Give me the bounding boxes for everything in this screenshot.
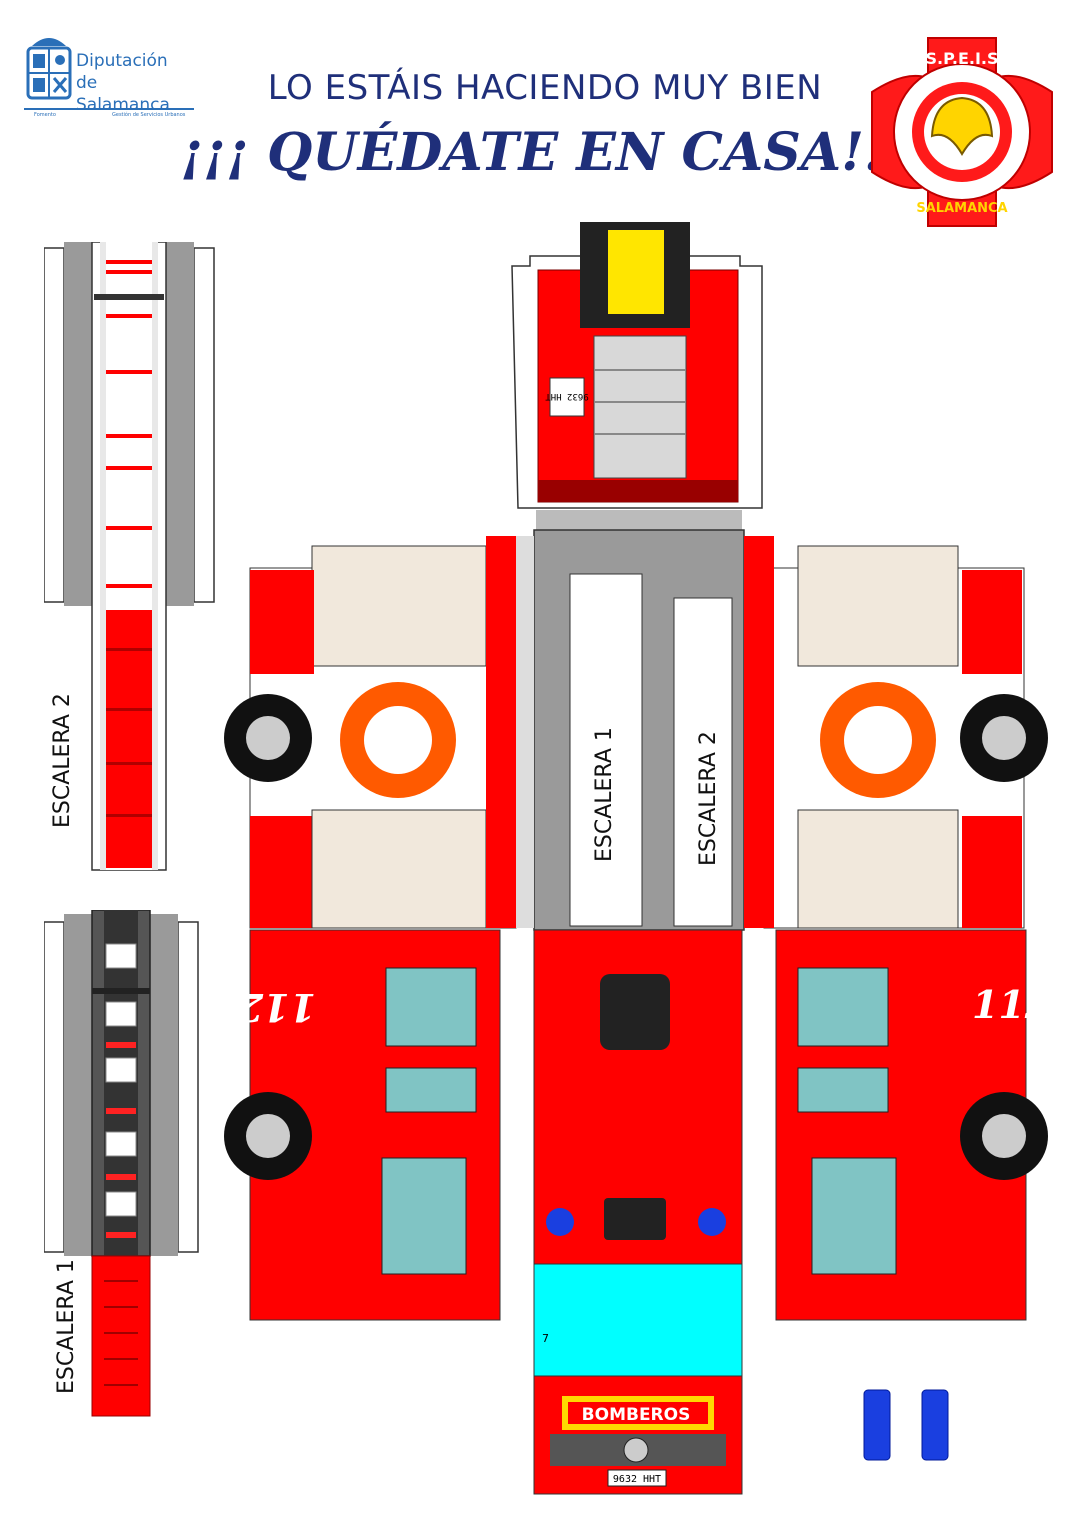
mercedes-star-icon [623,1437,649,1463]
cab-number: 7 [542,1332,549,1345]
ladder-2-piece [44,242,215,871]
diputacion-line1: Diputación [76,51,168,71]
speis-emblem-icon: S.P.E.I.S SALAMANCA [871,37,1053,227]
diputacion-sub-right: Gestión de Servicios Urbanos [112,112,186,118]
side-number-right: 112 [972,982,1051,1027]
front-plate: 9632 HHT [613,1474,661,1485]
roof-ladder-2-label: ESCALERA 2 [696,731,721,866]
title-line-2: ¡¡¡ QUÉDATE EN CASA!!! [180,122,910,183]
speis-emblem-top: S.P.E.I.S [925,49,998,68]
side-number-left: 112 [237,985,316,1030]
diputacion-logo: Diputación de Salamanca Fomento Gestión … [24,28,194,120]
speis-emblem-bottom: SALAMANCA [916,201,1007,216]
coat-of-arms-icon [26,38,72,100]
ladder-2-label: ESCALERA 2 [50,693,75,828]
truck-net: 9632 HHT 7 BOMBEROS 9632 HHT 112 1 [224,222,1051,1495]
ladder-1-piece [44,910,199,1417]
diputacion-line2: de Salamanca [76,73,170,115]
title-line-1: LO ESTÁIS HACIENDO MUY BIEN [267,68,823,108]
front-banner: BOMBEROS [582,1405,691,1425]
diputacion-sub-left: Fomento [34,112,56,118]
rear-plate: 9632 HHT [545,391,589,401]
roof-ladder-1-label: ESCALERA 1 [592,727,617,862]
ladder-1-label: ESCALERA 1 [54,1259,79,1394]
fire-helmet-icon [930,96,994,156]
